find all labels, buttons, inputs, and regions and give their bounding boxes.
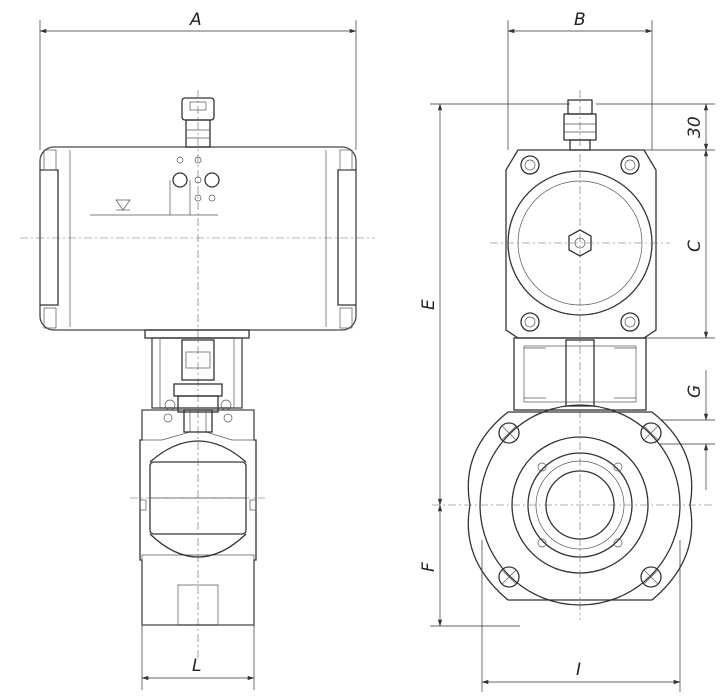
dimension-F-label: F — [419, 562, 439, 572]
dimension-G-label: G — [685, 385, 705, 398]
dimension-30-label: 30 — [685, 116, 705, 138]
mounting-bracket — [144, 329, 250, 413]
dimension-E-label: E — [419, 299, 439, 310]
dimension-I-label: I — [576, 660, 581, 680]
dimension-L-label: L — [192, 656, 201, 676]
dimension-A-label: A — [189, 10, 202, 30]
side-view: B — [419, 10, 715, 692]
dimension-C-label: C — [685, 240, 705, 252]
actuator-end-view — [505, 99, 657, 339]
front-view: A — [20, 10, 375, 690]
flange-bolt-holes — [498, 422, 662, 588]
dimension-B-label: B — [574, 10, 586, 30]
